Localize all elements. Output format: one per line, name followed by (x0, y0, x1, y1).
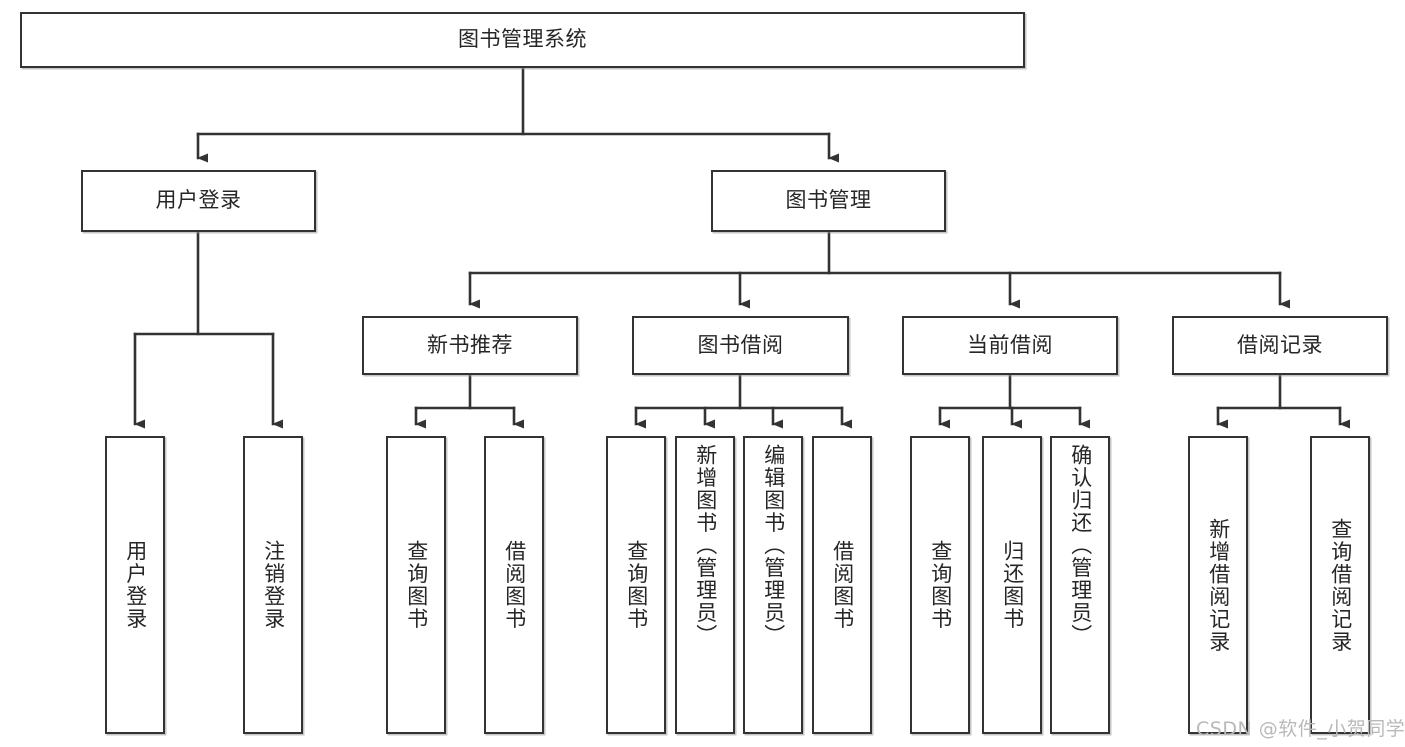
node-borrow-record-label: 借阅记录 (1237, 332, 1323, 357)
node-leaf-query-book-1[interactable]: 查询图书 (386, 436, 446, 734)
node-current-borrow-label: 当前借阅 (967, 332, 1053, 357)
node-leaf-edit-book-label: 编辑图书（管理员） (761, 444, 786, 647)
node-leaf-query-record[interactable]: 查询借阅记录 (1310, 436, 1370, 734)
node-new-book-recommend[interactable]: 新书推荐 (362, 316, 578, 375)
node-current-borrow[interactable]: 当前借阅 (902, 316, 1118, 375)
node-leaf-user-login[interactable]: 用户登录 (105, 436, 165, 734)
node-leaf-return-book-label: 归还图书 (1000, 540, 1025, 630)
node-leaf-user-login-label: 用户登录 (123, 540, 148, 630)
node-user-login-label: 用户登录 (155, 188, 242, 213)
node-leaf-query-book-1-label: 查询图书 (404, 540, 429, 630)
node-leaf-add-record[interactable]: 新增借阅记录 (1188, 436, 1248, 734)
node-book-borrow-label: 图书借阅 (697, 332, 784, 357)
node-leaf-return-book[interactable]: 归还图书 (982, 436, 1042, 734)
node-leaf-confirm-return[interactable]: 确认归还（管理员） (1050, 436, 1110, 734)
node-book-manage[interactable]: 图书管理 (711, 170, 946, 232)
node-root[interactable]: 图书管理系统 (20, 12, 1025, 68)
node-leaf-query-book-3-label: 查询图书 (928, 540, 953, 630)
node-leaf-logout[interactable]: 注销登录 (243, 436, 303, 734)
node-leaf-borrow-book-1-label: 借阅图书 (502, 540, 527, 630)
node-leaf-query-book-2-label: 查询图书 (624, 540, 649, 630)
node-leaf-borrow-book-1[interactable]: 借阅图书 (484, 436, 544, 734)
node-book-manage-label: 图书管理 (785, 188, 872, 213)
node-leaf-borrow-book-2-label: 借阅图书 (830, 540, 855, 630)
node-leaf-borrow-book-2[interactable]: 借阅图书 (812, 436, 872, 734)
node-root-label: 图书管理系统 (458, 27, 587, 52)
node-leaf-add-record-label: 新增借阅记录 (1206, 517, 1231, 653)
node-leaf-query-book-2[interactable]: 查询图书 (606, 436, 666, 734)
node-user-login[interactable]: 用户登录 (81, 170, 316, 232)
node-leaf-add-book-label: 新增图书（管理员） (693, 444, 718, 647)
node-leaf-add-book[interactable]: 新增图书（管理员） (675, 436, 735, 734)
node-leaf-edit-book[interactable]: 编辑图书（管理员） (743, 436, 803, 734)
node-borrow-record[interactable]: 借阅记录 (1172, 316, 1388, 375)
node-leaf-query-book-3[interactable]: 查询图书 (910, 436, 970, 734)
node-leaf-query-record-label: 查询借阅记录 (1328, 517, 1353, 653)
node-new-book-recommend-label: 新书推荐 (427, 332, 513, 357)
node-leaf-logout-label: 注销登录 (261, 540, 286, 630)
node-leaf-confirm-return-label: 确认归还（管理员） (1068, 444, 1093, 647)
node-book-borrow[interactable]: 图书借阅 (632, 316, 849, 375)
